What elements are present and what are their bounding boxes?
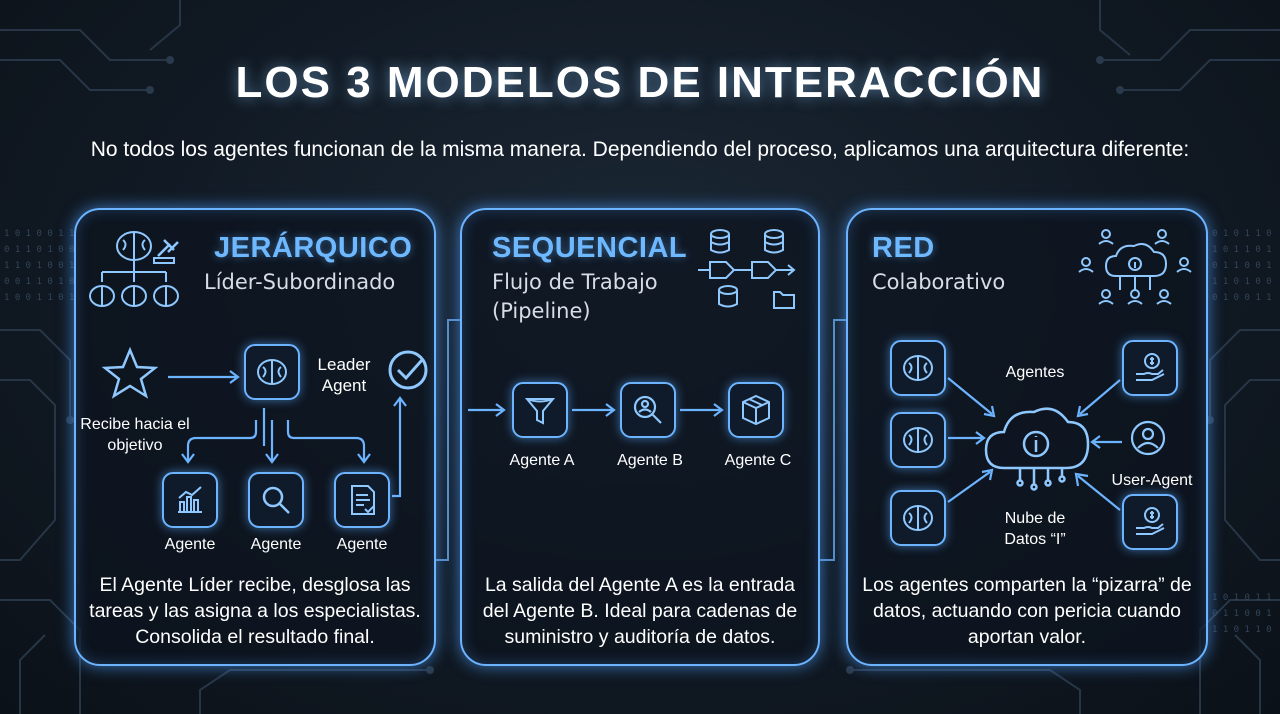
- panel-subtitle: Flujo de Trabajo (Pipeline): [492, 270, 658, 323]
- data-cloud-icon: [984, 407, 1090, 491]
- package-box-icon: [742, 394, 770, 426]
- check-circle-icon: [388, 350, 428, 390]
- agent-label: Agente: [336, 536, 388, 553]
- agent-money-node-1: [1122, 340, 1178, 396]
- agent-brain-node-1: [890, 340, 946, 396]
- funnel-icon: [524, 398, 556, 425]
- search-person-icon: [633, 395, 662, 424]
- panel-sequential: SEQUENCIAL Flujo de Trabajo (Pipeline) A…: [460, 208, 820, 666]
- svg-text:1 1 0 1 0 0: 1 1 0 1 0 0: [1212, 277, 1272, 287]
- agent-label: Agente: [164, 536, 216, 553]
- agent-a-label: Agente A: [509, 452, 575, 469]
- agents-label: Agentes: [1005, 364, 1065, 381]
- agent-brain-node-2: [890, 412, 946, 468]
- agent-money-node-2: [1122, 494, 1178, 550]
- user-agent-node: [1122, 412, 1178, 468]
- agent-c-label: Agente C: [724, 452, 792, 469]
- svg-text:0 0 1 1 0 1 0: 0 0 1 1 0 1 0: [4, 277, 74, 287]
- user-agent-label: User-Agent: [1111, 472, 1193, 489]
- panel-description: La salida del Agente A es la entrada del…: [482, 574, 798, 648]
- panel-subtitle: Líder-Subordinado: [204, 270, 396, 294]
- panel-subtitle: Colaborativo: [872, 270, 1006, 294]
- svg-text:1 0 1 0 1 1: 1 0 1 0 1 1: [1212, 593, 1272, 603]
- svg-text:1 0 0 1 1 0 1: 1 0 0 1 1 0 1: [4, 293, 74, 303]
- agent-b-label: Agente B: [617, 452, 683, 469]
- agent-a-node: [512, 382, 568, 438]
- page-subtitle: No todos los agentes funcionan de la mis…: [90, 138, 1190, 161]
- panel-title: JERÁRQUICO: [214, 232, 413, 264]
- svg-text:0 1 1 0 0 1: 0 1 1 0 0 1: [1212, 261, 1272, 271]
- svg-text:1 0 1 0 0 1 1: 1 0 1 0 0 1 1: [4, 229, 74, 239]
- search-icon: [262, 486, 290, 514]
- svg-text:0 1 1 0 0 1: 0 1 1 0 0 1: [1212, 609, 1272, 619]
- user-circle-icon: [1130, 420, 1166, 456]
- page-title: LOS 3 MODELOS DE INTERACCIÓN: [235, 58, 1045, 107]
- cloud-label: Nube de Datos “I”: [1004, 510, 1066, 548]
- agent-node-chart: [162, 472, 218, 528]
- start-label: Recibe hacia el objetivo: [80, 416, 190, 454]
- brain-icon: [903, 427, 933, 453]
- bar-chart-icon: [178, 486, 202, 513]
- panel-network: RED Colaborativo Agentes User-Agent Nube…: [846, 208, 1208, 666]
- svg-text:0 1 0 1 1 0: 0 1 0 1 1 0: [1212, 229, 1272, 239]
- sequential-diagram: [468, 229, 796, 417]
- panel-title: SEQUENCIAL: [492, 232, 688, 264]
- database-pipeline-icon: [698, 229, 796, 309]
- hand-coin-icon: [1136, 507, 1165, 535]
- svg-text:0 1 0 0 1 1: 0 1 0 0 1 1: [1212, 293, 1272, 303]
- agent-label: Agente: [250, 536, 302, 553]
- leader-label: Leader Agent: [317, 355, 371, 395]
- agent-node-document: [334, 472, 390, 528]
- leader-agent-node: [244, 344, 300, 400]
- agent-node-search: [248, 472, 304, 528]
- panel-hierarchical: JERÁRQUICO Líder-Subordinado Recibe haci…: [74, 208, 436, 666]
- brain-icon: [903, 355, 933, 381]
- brain-hierarchy-gavel-icon: [89, 231, 179, 307]
- agent-c-node: [728, 382, 784, 438]
- brain-icon: [903, 505, 933, 531]
- hierarchical-diagram: [89, 231, 428, 498]
- panel-description: Los agentes comparten la “pizarra” de da…: [862, 574, 1192, 648]
- svg-text:0 1 1 0 1 0 0: 0 1 1 0 1 0 0: [4, 245, 74, 255]
- svg-text:1 0 1 1 0 1: 1 0 1 1 0 1: [1212, 245, 1272, 255]
- cloud-network-people-icon: [1078, 229, 1192, 305]
- star-icon: [101, 346, 159, 399]
- svg-text:1 1 0 1 0 0 1: 1 1 0 1 0 0 1: [4, 261, 74, 271]
- svg-text:1 1 0 1 1 0: 1 1 0 1 1 0: [1212, 625, 1272, 635]
- agent-b-node: [620, 382, 676, 438]
- panel-description: El Agente Líder recibe, desglosa las tar…: [89, 574, 421, 648]
- document-check-icon: [351, 485, 375, 515]
- network-diagram: [947, 229, 1192, 511]
- hand-coin-icon: [1136, 353, 1165, 381]
- agent-brain-node-3: [890, 490, 946, 546]
- brain-icon: [257, 359, 287, 385]
- panel-title: RED: [872, 232, 935, 264]
